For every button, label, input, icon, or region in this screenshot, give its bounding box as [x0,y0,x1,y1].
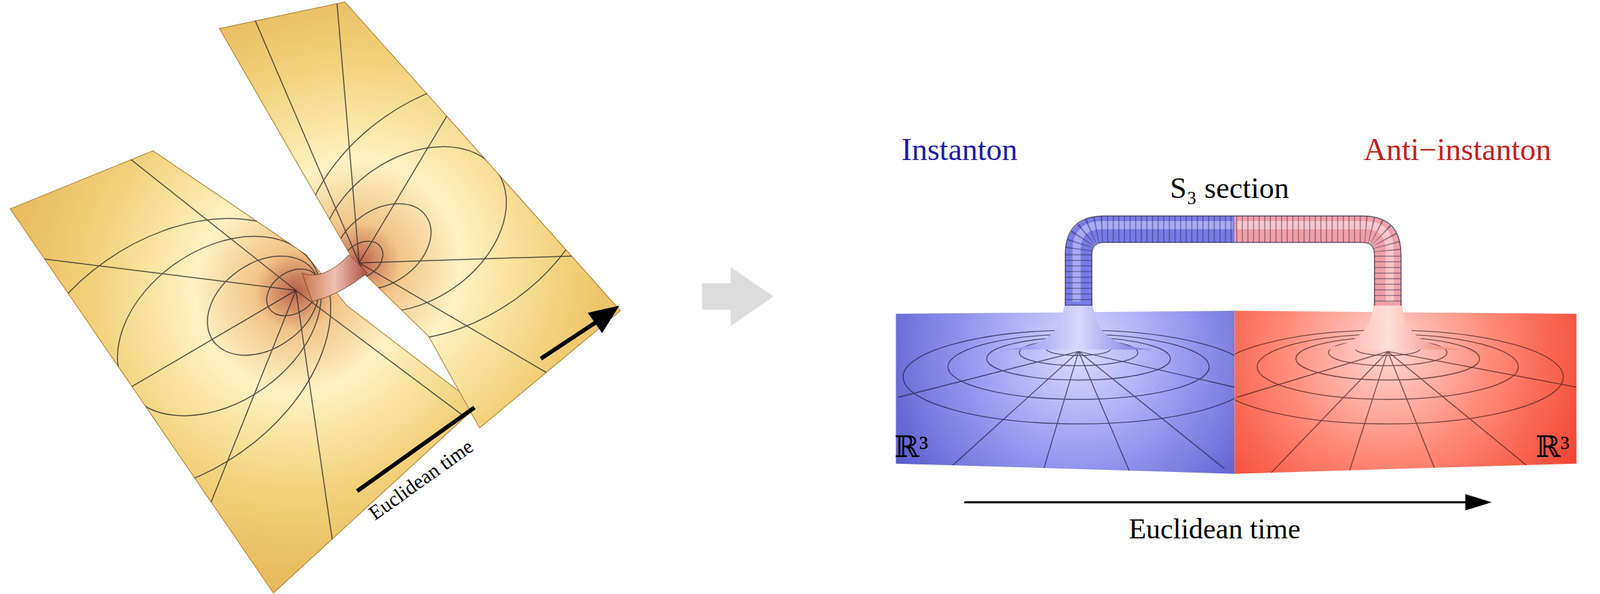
region-title: Instanton [901,132,1018,168]
space-label: ℝ³ [1535,431,1570,465]
axis-label: Euclidean time [1128,513,1301,545]
section-label: S₃ section [1169,172,1289,205]
region-title: Anti−instanton [1363,132,1552,168]
space-label: ℝ³ [894,431,929,465]
